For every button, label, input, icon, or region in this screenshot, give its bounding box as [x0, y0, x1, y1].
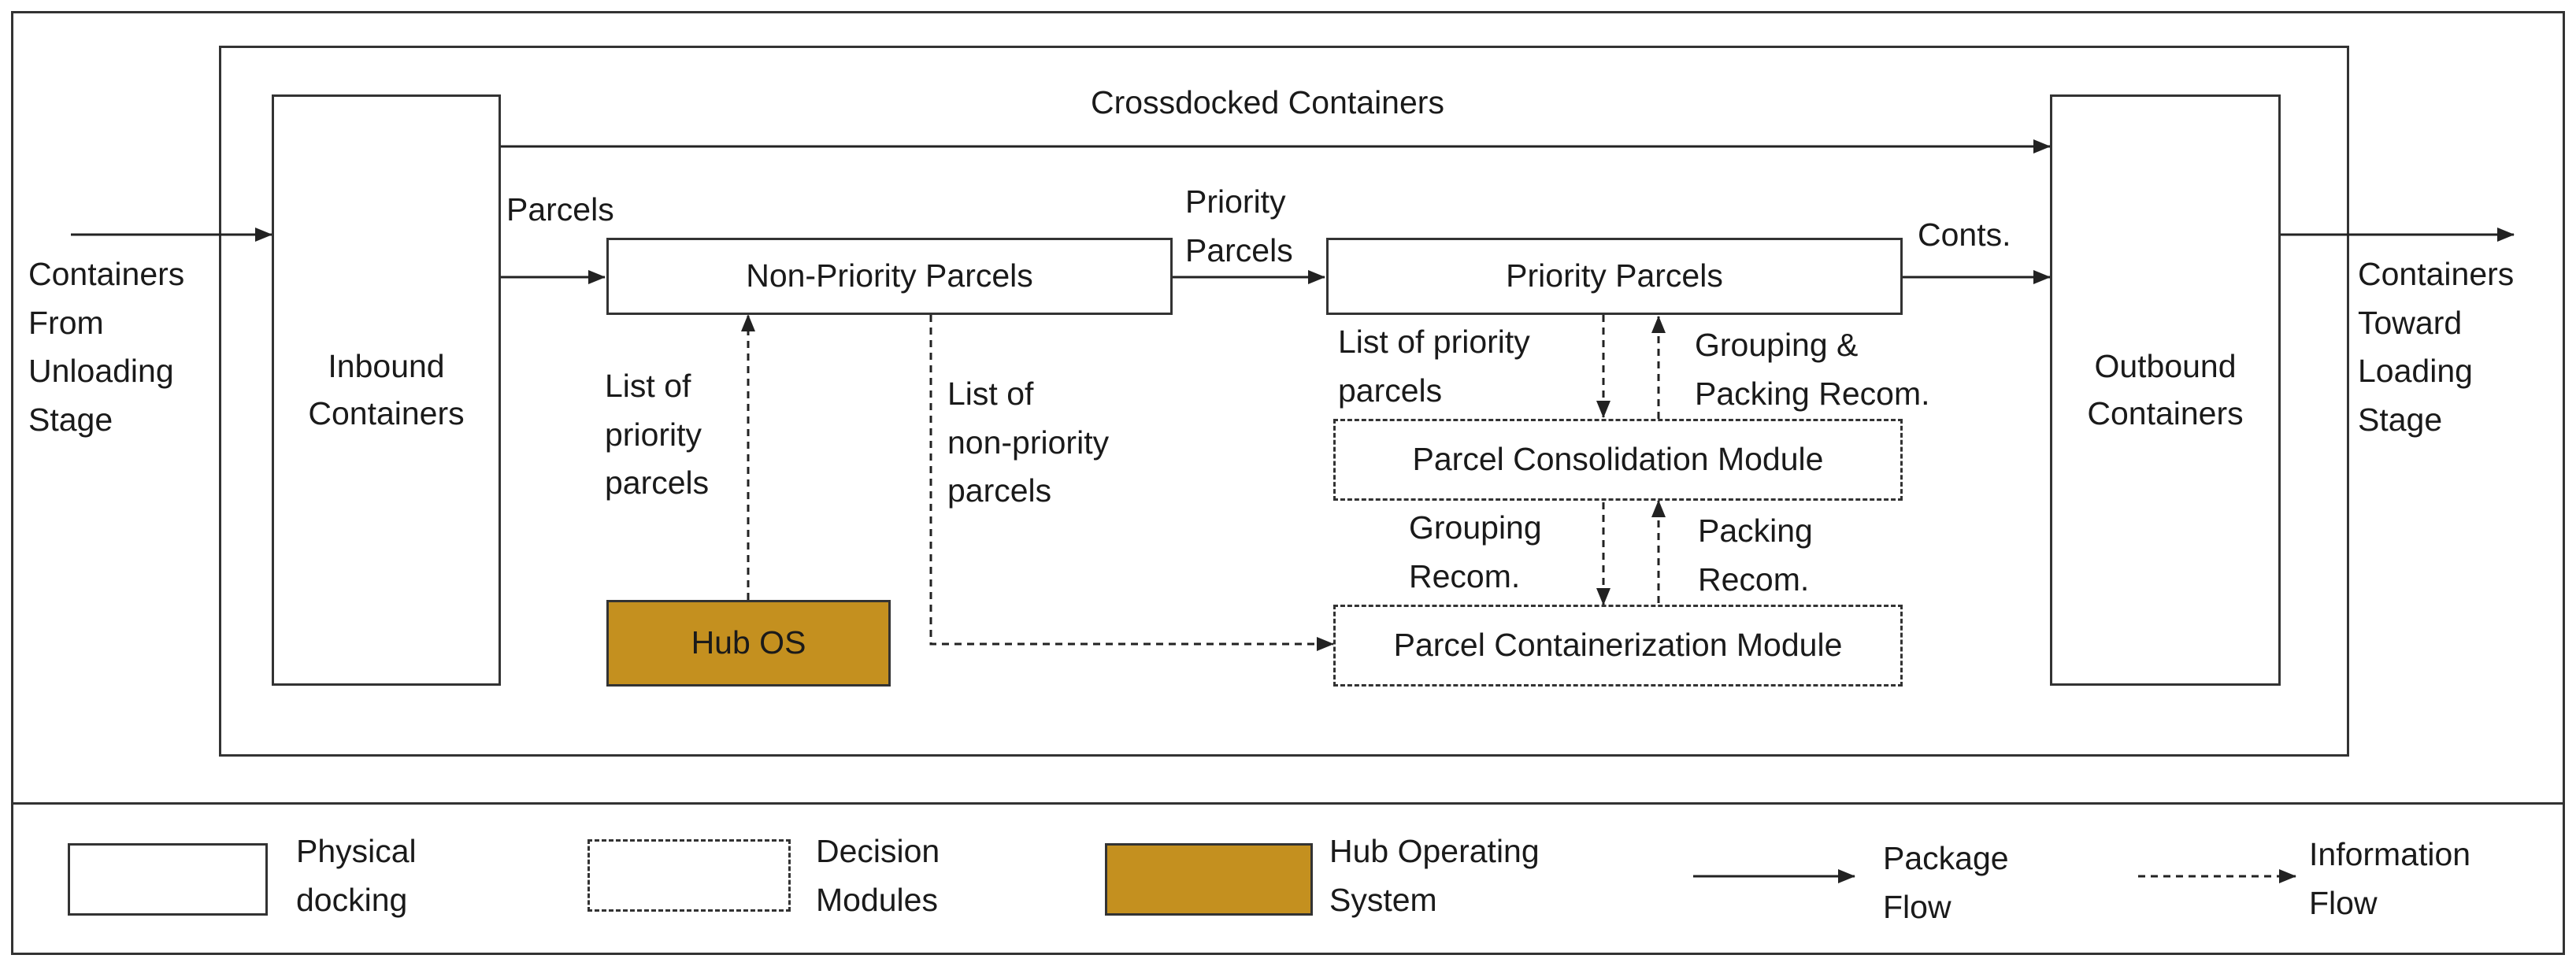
parcel-consolidation-module-box: Parcel Consolidation Module — [1333, 419, 1903, 501]
priority-parcels-label: Priority Parcels — [1506, 257, 1723, 294]
legend-hub-os-swatch — [1105, 843, 1313, 916]
input-containers-label: Containers From Unloading Stage — [28, 256, 185, 438]
legend-package-flow-label: Package Flow — [1883, 840, 2009, 925]
legend-information-flow-label: Information Flow — [2309, 836, 2471, 921]
list-priority-parcels-left-label: List of priority parcels — [605, 368, 710, 501]
grouping-recom-label: Grouping Recom. — [1409, 509, 1542, 594]
diagram-frame — [11, 11, 2565, 955]
legend-physical-swatch — [68, 843, 268, 916]
inbound-containers-label: Inbound Containers — [308, 348, 465, 431]
non-priority-parcels-label: Non-Priority Parcels — [746, 257, 1033, 294]
priority-parcels-box: Priority Parcels — [1326, 238, 1903, 315]
hub-os-box: Hub OS — [606, 600, 891, 687]
non-priority-parcels-box: Non-Priority Parcels — [606, 238, 1173, 315]
packing-recom-label: Packing Recom. — [1698, 513, 1813, 598]
parcel-consolidation-module-label: Parcel Consolidation Module — [1412, 441, 1824, 478]
parcel-containerization-module-box: Parcel Containerization Module — [1333, 605, 1903, 687]
outbound-containers-box: Outbound Containers — [2050, 94, 2281, 686]
legend-physical-label: Physical docking — [296, 833, 417, 918]
legend-decision-label: Decision Modules — [816, 833, 940, 918]
parcel-containerization-module-label: Parcel Containerization Module — [1393, 627, 1843, 664]
outbound-containers-label: Outbound Containers — [2087, 348, 2244, 431]
hub-boundary — [219, 46, 2349, 757]
inbound-containers-box: Inbound Containers — [272, 94, 501, 686]
parcels-label: Parcels — [506, 191, 614, 228]
list-priority-parcels-right-label: List of priority parcels — [1338, 324, 1530, 409]
crossdocked-containers-label: Crossdocked Containers — [1091, 84, 1444, 120]
list-non-priority-parcels-label: List of non-priority parcels — [947, 376, 1110, 509]
hub-os-label: Hub OS — [691, 624, 806, 661]
grouping-packing-recom-label: Grouping & Packing Recom. — [1695, 327, 1930, 412]
legend-hub-os-label: Hub Operating System — [1329, 833, 1540, 918]
conts-label: Conts. — [1918, 217, 2011, 253]
legend-decision-swatch — [587, 839, 791, 912]
arrow-nonpriority-to-containerization — [929, 315, 1334, 651]
output-containers-label: Containers Toward Loading Stage — [2358, 256, 2515, 438]
priority-parcels-edge-label: Priority Parcels — [1185, 183, 1293, 268]
legend-divider — [11, 802, 2565, 805]
